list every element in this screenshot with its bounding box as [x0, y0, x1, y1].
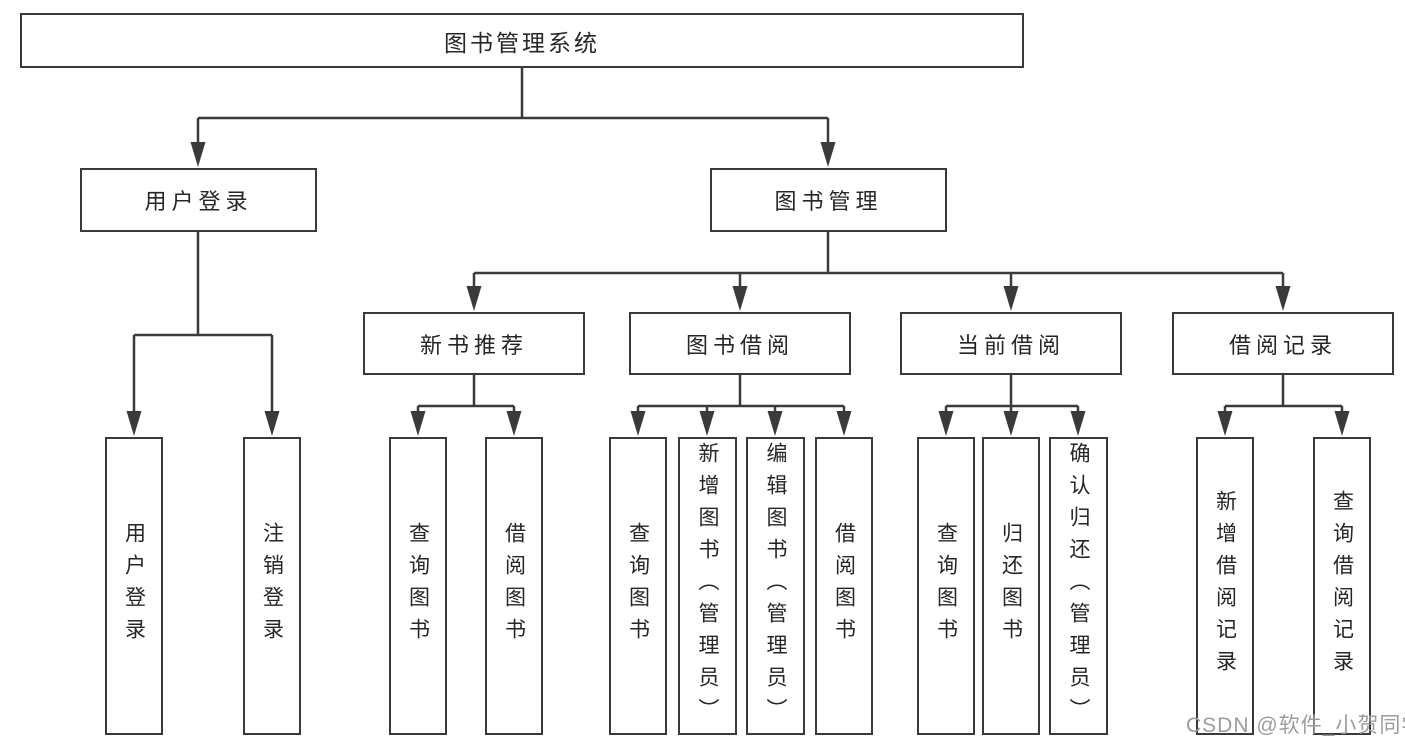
leaf-return-books: 归还图书 — [982, 437, 1040, 735]
arrowhead-leaf-query-books-2 — [630, 411, 646, 436]
arrowhead-leaf-query-books-1 — [410, 411, 426, 436]
arrowhead-leaf-borrow-books-1 — [506, 411, 522, 436]
node-new-book-recommendation: 新书推荐 — [363, 312, 585, 375]
node-library-management-system: 图书管理系统 — [20, 13, 1024, 68]
leaf-label: 归还图书 — [999, 522, 1023, 650]
leaf-edit-books-admin: 编辑图书（管理员） — [746, 437, 805, 735]
leaf-borrow-books-recommendation: 借阅图书 — [485, 437, 543, 735]
connector-root-to-level2 — [196, 68, 830, 144]
arrowhead-user-login — [190, 142, 206, 167]
node-book-borrowing: 图书借阅 — [629, 312, 851, 375]
leaf-label: 注销登录 — [260, 522, 284, 650]
connector-user-login-group — [132, 232, 274, 413]
node-label: 新书推荐 — [419, 332, 528, 358]
connector-recommendation-group — [416, 375, 516, 413]
node-borrow-records: 借阅记录 — [1172, 312, 1394, 375]
arrowhead-leaf-borrow-books-2 — [836, 411, 852, 436]
arrowhead-book-borrowing — [732, 286, 748, 311]
leaf-label: 借阅图书 — [832, 522, 856, 650]
leaf-query-borrow-record: 查询借阅记录 — [1313, 437, 1371, 735]
node-label: 用户登录 — [144, 189, 253, 214]
arrowhead-leaf-add-record — [1217, 411, 1233, 436]
leaf-add-borrow-record: 新增借阅记录 — [1196, 437, 1254, 735]
leaf-label: 用户登录 — [122, 522, 146, 650]
leaf-label: 编辑图书（管理员） — [764, 442, 787, 730]
leaf-user-login: 用户登录 — [105, 437, 163, 735]
arrowhead-leaf-logout — [264, 411, 280, 436]
node-label: 图书借阅 — [685, 332, 794, 358]
leaf-label: 新增图书（管理员） — [696, 442, 719, 730]
leaf-borrow-books-borrowing: 借阅图书 — [815, 437, 873, 735]
leaf-query-books-recommendation: 查询图书 — [389, 437, 447, 735]
node-label: 借阅记录 — [1228, 332, 1337, 358]
node-label: 图书管理系统 — [444, 29, 600, 56]
connector-records-group — [1223, 375, 1344, 413]
connector-book-management-group — [472, 232, 1285, 288]
leaf-label: 查询借阅记录 — [1330, 490, 1354, 682]
arrowhead-current-borrowing — [1003, 286, 1019, 311]
arrowhead-new-book-recommendation — [466, 286, 482, 311]
arrowhead-leaf-edit-books — [767, 411, 783, 436]
leaf-confirm-return-admin: 确认归还（管理员） — [1049, 437, 1108, 735]
node-label: 图书管理 — [774, 189, 883, 214]
leaf-label: 借阅图书 — [502, 522, 526, 650]
csdn-watermark: CSDN @软件_小贺同学 — [1186, 714, 1405, 737]
arrowhead-leaf-confirm-return — [1070, 411, 1086, 436]
arrowhead-leaf-add-books — [699, 411, 715, 436]
arrowhead-leaf-return-books — [1003, 411, 1019, 436]
node-current-borrowing: 当前借阅 — [900, 312, 1122, 375]
leaf-label: 查询图书 — [626, 522, 650, 650]
node-book-management: 图书管理 — [710, 168, 947, 232]
arrowhead-leaf-user-login — [126, 411, 142, 436]
leaf-logout: 注销登录 — [243, 437, 301, 735]
node-user-login: 用户登录 — [80, 168, 317, 232]
leaf-label: 确认归还（管理员） — [1067, 442, 1090, 730]
leaf-query-books-current: 查询图书 — [917, 437, 975, 735]
node-label: 当前借阅 — [956, 332, 1065, 358]
arrowhead-book-management — [820, 142, 836, 167]
connector-borrowing-group — [636, 375, 846, 413]
leaf-query-books-borrowing: 查询图书 — [609, 437, 667, 735]
leaf-label: 查询图书 — [406, 522, 430, 650]
arrowhead-borrow-records — [1275, 286, 1291, 311]
connector-current-group — [944, 375, 1080, 413]
arrowhead-leaf-query-books-3 — [938, 411, 954, 436]
leaf-add-books-admin: 新增图书（管理员） — [678, 437, 737, 735]
leaf-label: 查询图书 — [934, 522, 958, 650]
arrowhead-leaf-query-record — [1334, 411, 1350, 436]
leaf-label: 新增借阅记录 — [1213, 490, 1237, 682]
